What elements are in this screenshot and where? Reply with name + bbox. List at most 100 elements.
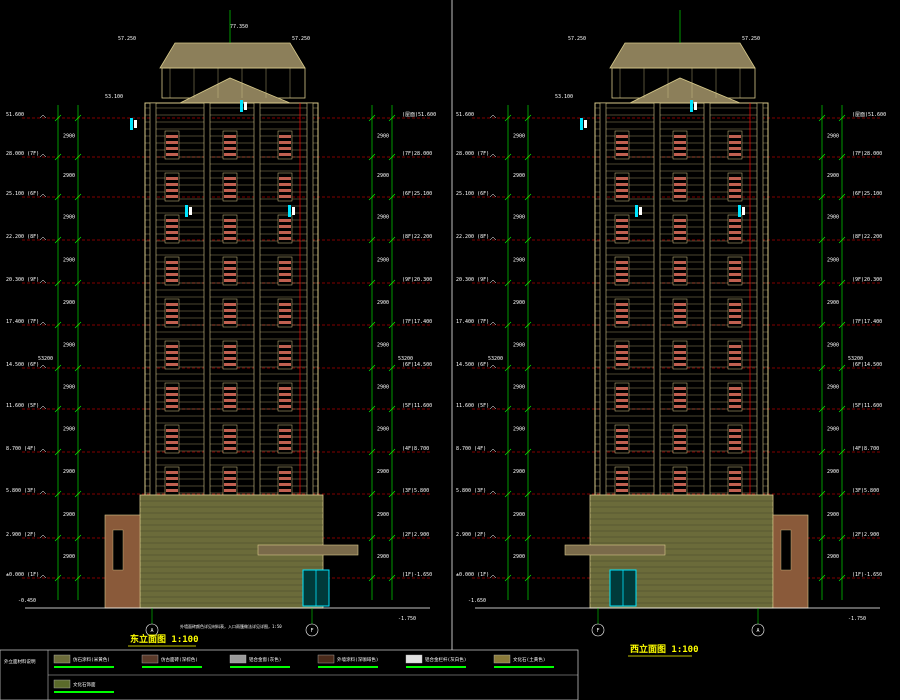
dimension-tick [524,279,532,287]
white-tag [134,120,137,128]
level-label-right: (6F)14.500 [402,362,432,368]
legend-item-label: 仿石涂料(米黄色) [73,656,110,663]
balcony-rail [729,393,741,396]
balcony-rail [674,399,686,402]
dim-label: 2900 [827,427,839,433]
dimension-tick [368,490,376,498]
dimension-tick [74,153,82,161]
dimension-tick [368,114,376,122]
dim-label: 2900 [827,300,839,306]
axis-f-bubble-label: F [596,628,599,634]
balcony-rail [674,483,686,486]
level-label-right: (6F)25.100 [402,191,432,197]
dimension-tick [838,364,846,372]
balcony-rail [674,225,686,228]
dim-label: 2900 [513,134,525,140]
balcony-rail [166,153,178,156]
level-marker-icon [39,193,47,198]
dim-label: 2900 [827,385,839,391]
balcony-rail [166,183,178,186]
balcony-rail [729,195,741,198]
lower-roof [629,77,741,104]
balcony-rail [674,477,686,480]
balcony-rail [166,177,178,180]
dimension-tick [54,236,62,244]
dim-label: 2900 [827,134,839,140]
balcony-rail [166,189,178,192]
pilaster [703,102,711,496]
legend-swatch [493,654,511,664]
level-marker-icon [489,153,497,158]
legend-swatch [141,654,159,664]
level-marker-icon [39,114,47,119]
east-elevation-title: 东立面图 1:100 [130,633,199,645]
balcony-rail [279,483,291,486]
axis-a-bubble [751,623,765,637]
balcony-rail [166,489,178,492]
dim-label: 2900 [377,554,389,560]
top-elevation-left: 57.250 [568,36,586,42]
level-label-left: 51.600 [456,112,474,118]
balcony-rail [279,237,291,240]
dim-label: 2900 [63,385,75,391]
dimension-tick [388,236,396,244]
total-height-label: 53200 [848,356,863,362]
balcony-rail [279,147,291,150]
level-label-right: (屋面)51.600 [402,112,436,118]
balcony-rail [279,231,291,234]
dim-label: 2900 [513,300,525,306]
balcony-rail [616,141,628,144]
dimension-tick [368,534,376,542]
dimension-tick [818,279,826,287]
balcony-rail [616,177,628,180]
balcony-rail [166,267,178,270]
balcony-rail [729,429,741,432]
dimension-tick [504,193,512,201]
balcony-rail [279,219,291,222]
balcony-rail [616,399,628,402]
axis-a-bubble [145,623,159,637]
balcony-rail [674,231,686,234]
dimension-tick [388,279,396,287]
dimension-tick [818,364,826,372]
balcony-rail [279,177,291,180]
dimension-tick [504,364,512,372]
balcony-rail [166,219,178,222]
dimension-tick [838,321,846,329]
axis-f-bubble-label: F [310,628,313,634]
balcony-rail [166,405,178,408]
level-label-left: 2.900 (2F) [6,532,36,538]
balcony-rail [674,153,686,156]
dimension-tick [818,574,826,582]
balcony-rail [224,273,236,276]
top-elevation-left: 57.250 [118,36,136,42]
balcony-rail [616,321,628,324]
legend-swatch [405,654,423,664]
top-elevation-right: 57.250 [292,36,310,42]
balcony-rail [224,183,236,186]
dimension-tick [838,448,846,456]
balcony-rail [224,345,236,348]
balcony-rail [616,489,628,492]
balcony-rail [729,153,741,156]
balcony-rail [616,195,628,198]
total-height-label: 53200 [38,356,53,362]
balcony-rail [166,135,178,138]
dimension-tick [524,114,532,122]
dimension-tick [368,236,376,244]
balcony-rail [674,147,686,150]
roof-mid-elevation: 53.100 [105,94,123,100]
dimension-tick [74,534,82,542]
balcony-rail [616,237,628,240]
pilaster [253,102,261,496]
entrance-canopy [257,544,359,556]
dim-label: 2900 [377,173,389,179]
balcony-rail [279,321,291,324]
cyan-tag [580,118,583,130]
dimension-tick [74,321,82,329]
balcony-rail [674,141,686,144]
balcony-rail [224,261,236,264]
balcony-rail [166,387,178,390]
balcony-rail [674,189,686,192]
